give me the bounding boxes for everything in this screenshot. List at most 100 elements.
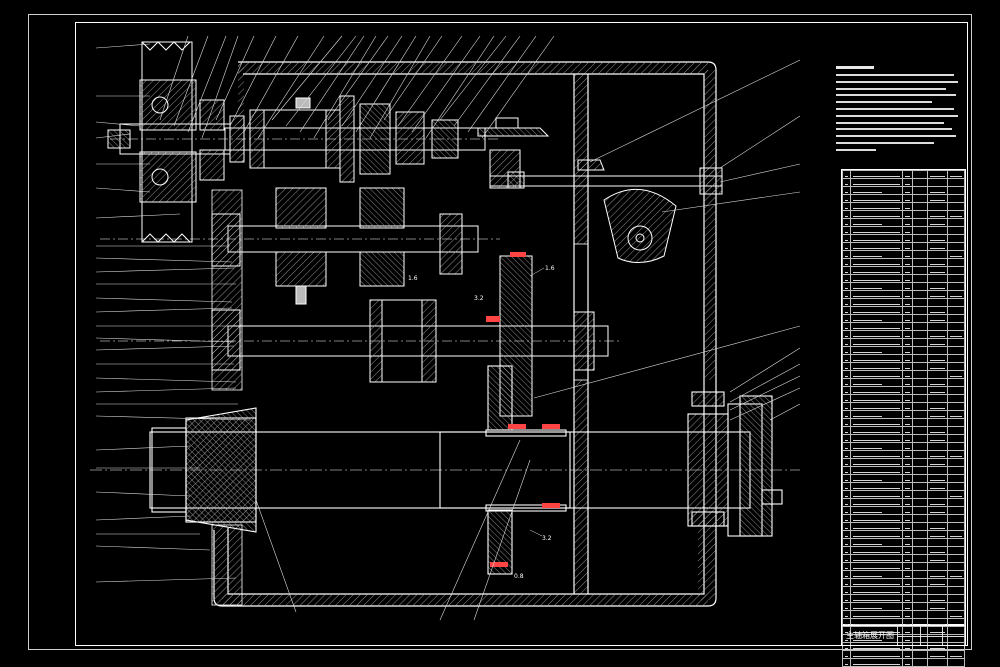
parts-cell <box>912 258 929 267</box>
parts-cell <box>849 538 904 547</box>
parts-cell <box>927 242 948 251</box>
parts-cell <box>842 314 851 323</box>
inner-border <box>75 22 968 646</box>
parts-cell <box>927 338 948 347</box>
parts-cell <box>902 362 914 371</box>
parts-cell <box>946 554 966 563</box>
parts-cell <box>902 394 914 403</box>
leader-line <box>95 387 237 393</box>
parts-cell <box>927 658 948 667</box>
parts-cell <box>902 570 914 579</box>
parts-cell <box>902 402 914 411</box>
parts-cell <box>849 418 904 427</box>
parts-cell <box>842 610 851 619</box>
parts-cell <box>912 658 929 667</box>
leader-line <box>95 377 237 383</box>
parts-cell <box>849 250 904 259</box>
parts-row <box>842 538 966 547</box>
parts-row <box>842 490 966 499</box>
parts-list-table <box>841 169 966 667</box>
note-line <box>836 135 956 138</box>
parts-cell <box>902 370 914 379</box>
parts-row <box>842 594 966 603</box>
parts-cell <box>912 546 929 555</box>
parts-cell <box>912 482 929 491</box>
parts-cell <box>927 410 948 419</box>
leader-line <box>397 35 463 127</box>
outer-border <box>28 14 972 650</box>
parts-cell <box>946 306 966 315</box>
parts-cell <box>849 202 904 211</box>
parts-cell <box>849 594 904 603</box>
parts-row <box>842 210 966 219</box>
parts-row <box>842 330 966 339</box>
parts-cell <box>946 346 966 355</box>
parts-cell <box>849 474 904 483</box>
parts-row <box>842 226 966 235</box>
leader-line <box>313 35 377 139</box>
parts-cell <box>912 650 929 659</box>
parts-cell <box>902 658 914 667</box>
note-line <box>836 148 876 151</box>
parts-cell <box>912 426 929 435</box>
parts-cell <box>849 530 904 539</box>
parts-cell <box>902 426 914 435</box>
parts-cell <box>902 450 914 459</box>
leader-line <box>201 35 239 139</box>
leader-line <box>355 35 417 133</box>
parts-cell <box>927 498 948 507</box>
note-line <box>836 128 952 131</box>
parts-cell <box>842 330 851 339</box>
leader-line <box>159 35 189 121</box>
parts-cell <box>927 474 948 483</box>
parts-cell <box>849 506 904 515</box>
parts-cell <box>946 586 966 595</box>
parts-cell <box>946 274 966 283</box>
leader-line <box>95 121 141 127</box>
parts-cell <box>842 514 851 523</box>
parts-cell <box>946 450 966 459</box>
parts-cell <box>927 418 948 427</box>
parts-cell <box>849 522 904 531</box>
note-line <box>836 108 954 110</box>
parts-row <box>842 610 966 619</box>
parts-cell <box>927 274 948 283</box>
parts-cell <box>849 290 904 299</box>
parts-row <box>842 218 966 227</box>
parts-cell <box>927 298 948 307</box>
parts-cell <box>946 490 966 499</box>
parts-cell <box>842 362 851 371</box>
leader-line <box>411 35 481 133</box>
leader-line <box>285 35 357 127</box>
parts-cell <box>849 186 904 195</box>
drawing-title: 主轴箱展开图 <box>846 631 894 640</box>
parts-cell <box>902 242 914 251</box>
parts-cell <box>902 210 914 219</box>
parts-cell <box>946 370 966 379</box>
parts-cell <box>902 610 914 619</box>
parts-cell <box>842 210 851 219</box>
parts-cell <box>842 242 851 251</box>
leader-line <box>299 35 365 133</box>
parts-cell <box>946 194 966 203</box>
parts-cell <box>912 290 929 299</box>
leader-line <box>229 35 277 127</box>
parts-cell <box>946 562 966 571</box>
callout-0-8-bottom: 0.8 <box>514 573 524 580</box>
leader-line <box>383 35 443 121</box>
parts-cell <box>912 298 929 307</box>
parts-cell <box>912 554 929 563</box>
parts-cell <box>902 354 914 363</box>
parts-cell <box>842 282 851 291</box>
parts-cell <box>849 322 904 331</box>
parts-row <box>842 450 966 459</box>
parts-cell <box>902 378 914 387</box>
parts-cell <box>849 298 904 307</box>
leader-line <box>719 163 801 183</box>
parts-cell <box>902 330 914 339</box>
parts-cell <box>927 482 948 491</box>
parts-cell <box>842 170 851 179</box>
leader-line <box>243 35 299 133</box>
parts-row <box>842 298 966 307</box>
parts-cell <box>927 522 948 531</box>
